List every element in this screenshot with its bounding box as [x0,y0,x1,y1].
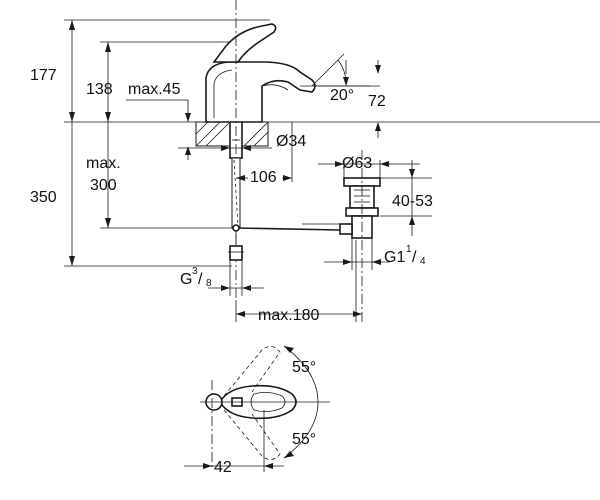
label-max-180: max.180 [258,307,319,324]
svg-text:/: / [198,271,203,288]
label-72: 72 [368,93,386,110]
label-angle-20: 20° [330,87,354,104]
svg-text:1: 1 [406,244,412,255]
label-max-45: max.45 [128,81,181,98]
label-waste-diameter-63: Ø63 [342,155,372,172]
side-elevation-view: 177 138 max.45 20° 72 Ø34 max. 300 350 1… [30,0,600,324]
mixer-body [205,61,316,123]
svg-text:G: G [180,271,192,288]
pop-up-waste [339,177,381,239]
svg-text:4: 4 [420,256,426,267]
label-angle-55-bottom: 55° [292,431,316,448]
svg-text:3: 3 [192,266,198,277]
svg-text:8: 8 [206,278,212,289]
label-thread-g1-quarter: G1 1 / 4 [384,244,426,267]
label-40-53: 40-53 [392,193,433,210]
label-42: 42 [214,459,232,476]
plan-view: 55° 55° 42 [184,345,330,476]
label-max: max. [86,155,121,172]
label-350: 350 [30,189,57,206]
svg-text:G1: G1 [384,249,405,266]
label-hole-diameter-34: Ø34 [276,133,306,150]
label-177: 177 [30,67,57,84]
label-300: 300 [90,177,117,194]
mixer-lever [212,23,277,63]
label-thread-g3-8: G 3 / 8 [180,266,212,289]
label-angle-55-top: 55° [292,359,316,376]
label-106: 106 [250,169,277,186]
label-138: 138 [86,81,113,98]
svg-text:/: / [412,249,417,266]
countertop-hatching [195,121,269,147]
